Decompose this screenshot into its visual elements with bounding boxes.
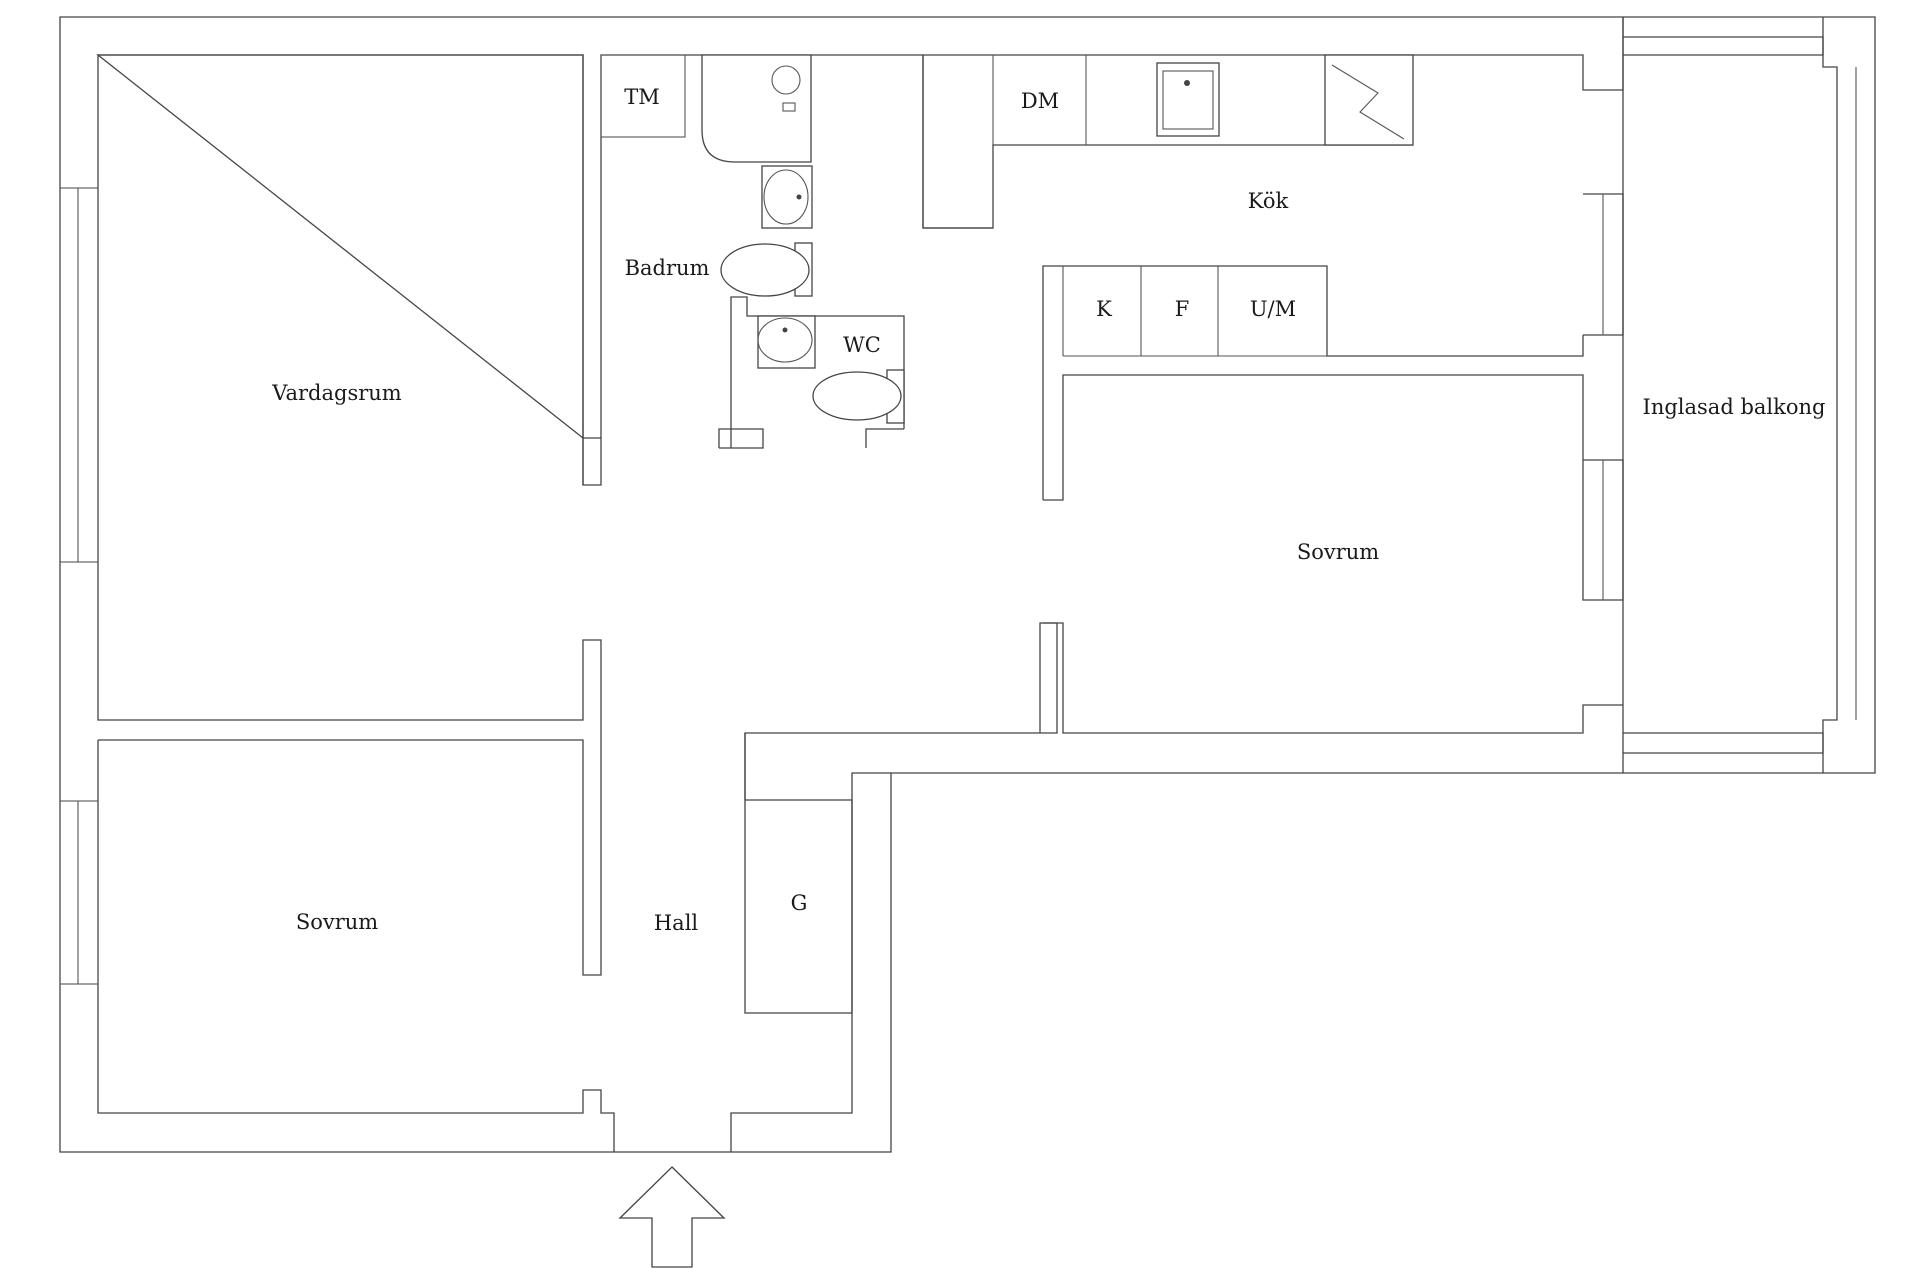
bathroom: TM Badrum [600,54,993,438]
sink-icon [757,317,813,363]
fixture-label-g: G [791,891,808,915]
entrance-arrow-icon [618,1166,726,1268]
sink-icon [763,169,809,225]
fixture-label-k: K [1096,297,1112,321]
room-label-badrum: Badrum [625,256,710,280]
room-label-sovrum-right: Sovrum [1297,540,1379,564]
room-label-balkong: Inglasad balkong [1643,395,1826,419]
fixture-label-um: U/M [1250,297,1296,321]
fixture-label-tm: TM [624,85,660,109]
toilet-icon [812,371,902,421]
living-room: Vardagsrum [59,54,602,976]
glazed-balcony: Inglasad balkong [1622,17,1857,773]
bedroom-right: Sovrum [1043,194,1624,734]
room-label-wc: WC [843,333,881,357]
fixture-label-dm: DM [1021,89,1059,113]
toilet-icon [720,243,810,297]
fixture-label-f: F [1175,297,1190,321]
room-label-hall: Hall [654,911,699,935]
kitchen-sink-icon [1156,62,1220,137]
bedroom-left: Sovrum [59,740,615,1152]
room-label-kok: Kök [1248,189,1289,213]
room-label-sovrum-left: Sovrum [296,910,378,934]
room-label-vardagsrum: Vardagsrum [271,381,402,405]
hall: Hall G [654,622,1058,1152]
kitchen: DM Kök K F U/M [922,17,1624,500]
shower-icon [701,54,812,163]
wc: WC [718,296,905,449]
